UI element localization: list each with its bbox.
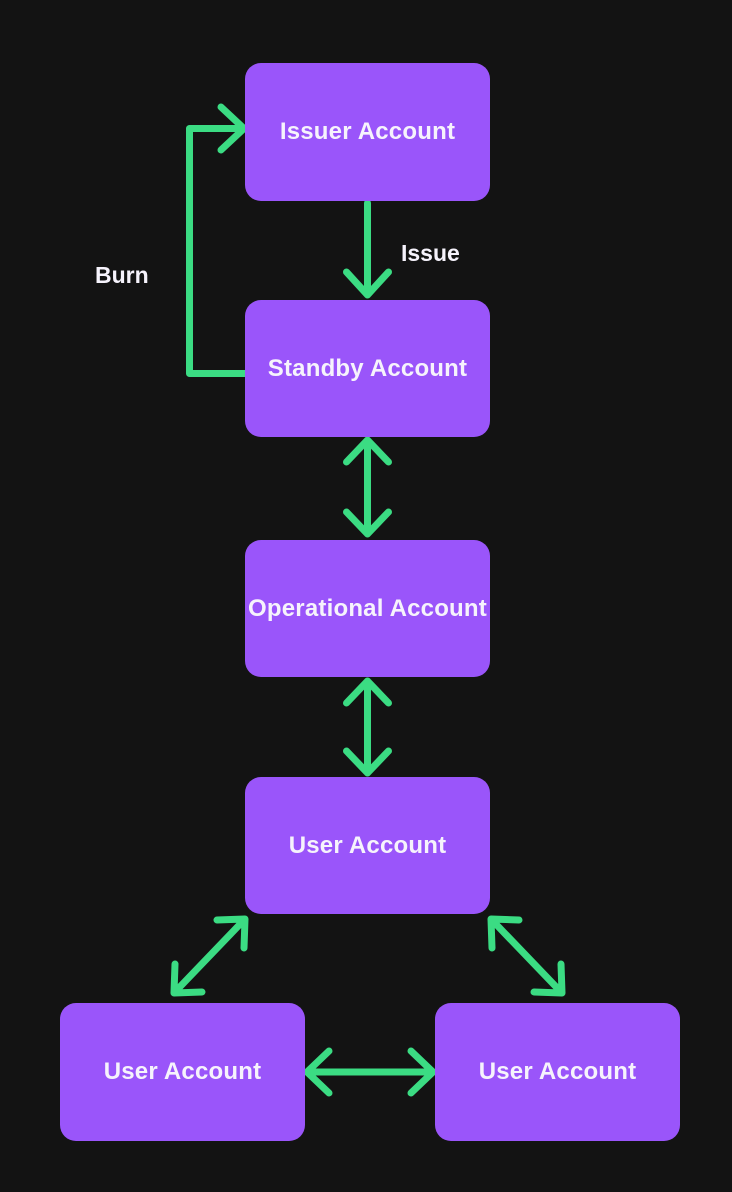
node-label: User Account (288, 831, 447, 859)
node-label: User Account (478, 1058, 637, 1085)
standby-operational-arrow (343, 436, 392, 538)
node-label: Operational Account (248, 594, 487, 622)
node-label: Standby Account (267, 354, 468, 382)
edge-label-issue: Issue (401, 240, 460, 266)
user-bottom-horizontal-arrow (303, 1047, 437, 1097)
operational-user-arrow (343, 677, 392, 777)
node-user-account-left: User Account (60, 1003, 305, 1141)
node-issuer-account: Issuer Account (245, 63, 490, 201)
node-user-account-middle: User Account (245, 777, 490, 914)
node-label: Issuer Account (279, 118, 456, 145)
node-standby-account: Standby Account (245, 300, 490, 437)
node-user-account-right: User Account (435, 1003, 680, 1141)
node-label: User Account (103, 1058, 262, 1085)
burn-arrow (186, 103, 249, 377)
user-right-diagonal-arrow (487, 915, 566, 997)
node-operational-account: Operational Account (245, 540, 490, 677)
user-left-diagonal-arrow (170, 915, 249, 997)
edge-label-burn: Burn (95, 262, 149, 288)
issue-arrow (343, 199, 392, 299)
